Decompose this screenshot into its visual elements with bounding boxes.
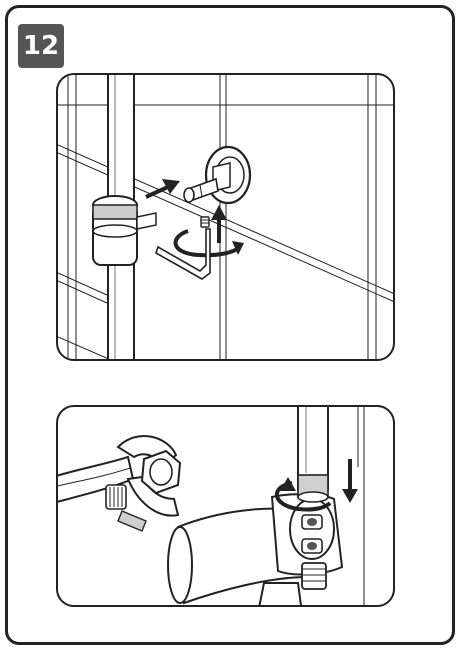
connection-detail-panel [56,405,395,607]
anchor-pin-icon [184,179,218,202]
down-arrow-icon [342,459,358,503]
step-number-badge: 12 [18,24,64,68]
inlet-ports-icon [302,515,326,589]
rail-bracket-icon [93,196,156,265]
rail-end-icon [298,407,328,502]
up-arrow-icon [211,205,227,243]
wall-bracket-icon [206,147,250,203]
push-arrow-icon [146,179,180,197]
hex-nut-icon [142,451,180,493]
mount-detail-panel [56,73,395,361]
connection-illustration [58,407,395,607]
screw-icon [201,217,209,227]
mount-illustration [58,75,395,361]
